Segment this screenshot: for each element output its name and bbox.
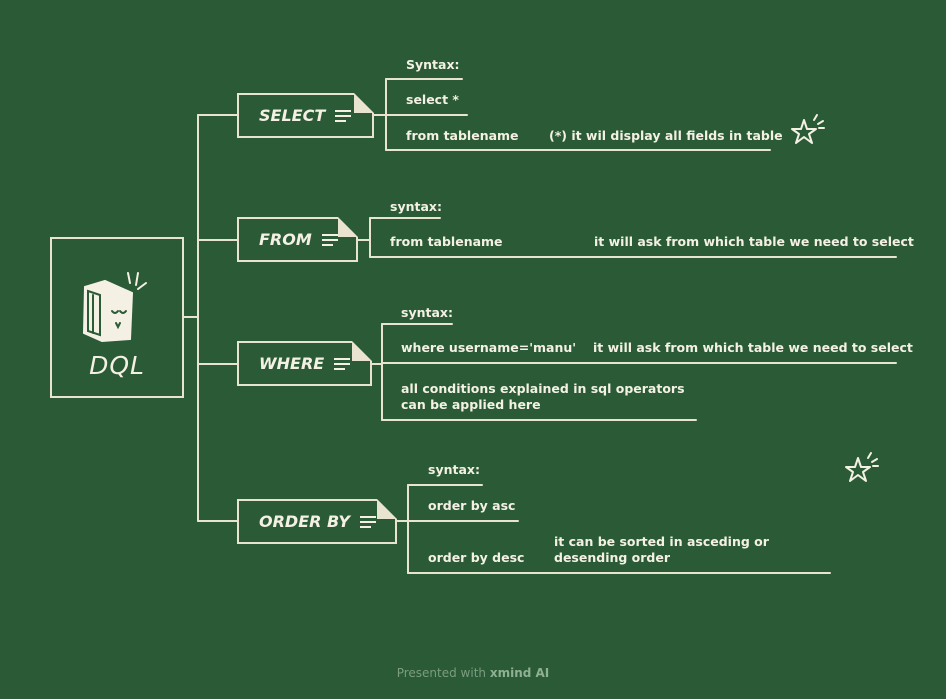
select-leaf-from-tablename[interactable]: from tablename [406, 128, 519, 143]
select-leaf-select-star[interactable]: select * [406, 92, 459, 107]
notes-icon [335, 107, 352, 125]
select-leaf-syntax[interactable]: Syntax: [406, 57, 460, 72]
orderby-leaf-desc[interactable]: order by desc [428, 550, 525, 565]
notes-icon [334, 355, 351, 373]
footer-brand[interactable]: xmind AI [489, 666, 550, 680]
from-leaf-syntax[interactable]: syntax: [390, 199, 442, 214]
fold-corner [352, 341, 372, 361]
footer: Presented with xmind AI [0, 666, 946, 680]
branch-label: WHERE [259, 354, 325, 373]
notes-icon [321, 231, 338, 249]
branch-where[interactable]: WHERE [237, 341, 372, 386]
orderby-leaf-asc[interactable]: order by asc [428, 498, 516, 513]
select-note[interactable]: (*) it wil display all fields in table [549, 128, 783, 143]
where-leaf-username[interactable]: where username='manu' [401, 340, 577, 355]
orderby-leaf-syntax[interactable]: syntax: [428, 462, 480, 477]
root-title: DQL [89, 351, 145, 380]
fold-corner [354, 93, 374, 113]
footer-prefix: Presented with [396, 666, 487, 680]
where-leaf-syntax[interactable]: syntax: [401, 305, 453, 320]
from-note[interactable]: it will ask from which table we need to … [594, 234, 914, 249]
fold-corner [338, 217, 358, 237]
where-leaf-conditions[interactable]: all conditions explained in sql operator… [401, 381, 685, 412]
where-note[interactable]: it will ask from which table we need to … [593, 340, 913, 355]
branch-select[interactable]: SELECT [237, 93, 374, 138]
branch-label: FROM [259, 230, 312, 249]
orderby-note[interactable]: it can be sorted in asceding or desendin… [554, 534, 769, 565]
book-icon [82, 272, 147, 343]
from-leaf-from-tablename[interactable]: from tablename [390, 234, 503, 249]
branch-order-by[interactable]: ORDER BY [237, 499, 397, 544]
branch-label: SELECT [259, 106, 326, 125]
star-icon [791, 114, 825, 144]
branch-from[interactable]: FROM [237, 217, 358, 262]
branch-label: ORDER BY [259, 512, 350, 531]
root-node-dql[interactable]: DQL [50, 237, 184, 398]
star-icon [845, 452, 879, 482]
notes-icon [359, 513, 376, 531]
fold-corner [377, 499, 397, 519]
